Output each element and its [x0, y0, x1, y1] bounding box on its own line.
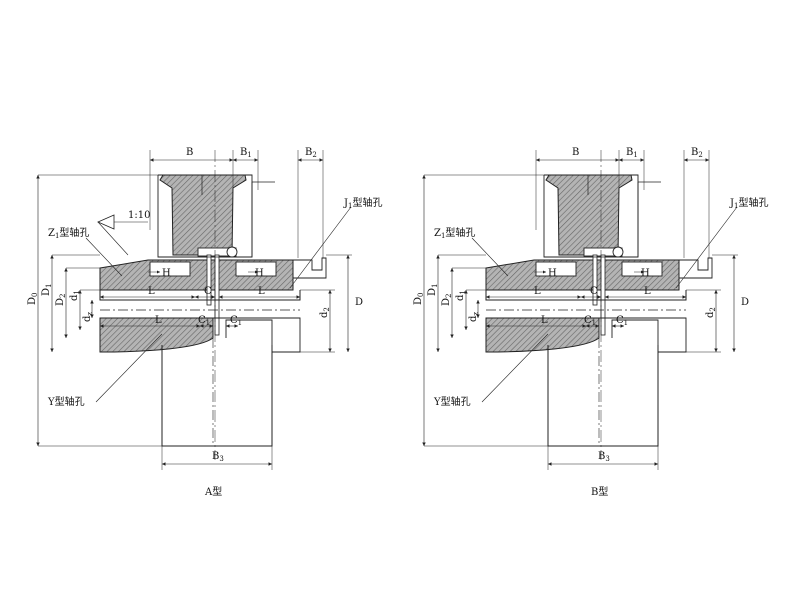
taper-label: 1:10	[128, 210, 150, 221]
dim-l-upper-right: L	[644, 286, 651, 297]
label-z1-bore: Z1型轴孔	[48, 226, 89, 240]
dim-l-upper-right: L	[258, 286, 265, 297]
dim-b: B	[186, 147, 193, 158]
dim-b2: B2	[691, 147, 703, 159]
dim-b1: B1	[626, 147, 638, 159]
dim-b2: B2	[305, 147, 317, 159]
dim-dz: dz	[468, 312, 480, 322]
dim-big-d: D	[741, 297, 749, 308]
dim-d1: D1	[427, 284, 439, 297]
dim-b: B	[572, 147, 579, 158]
dim-small-d1: d1	[455, 290, 467, 301]
dim-l-upper-left: L	[148, 286, 155, 297]
dim-small-d1: d1	[69, 290, 81, 301]
taper-indicator: 1:10	[97, 210, 150, 256]
dim-b1: B1	[240, 147, 252, 159]
dim-d2: D2	[441, 294, 453, 307]
label-y-bore: Y型轴孔	[433, 395, 471, 408]
label-y-bore: Y型轴孔	[47, 395, 85, 408]
dim-b3: B3	[598, 451, 610, 463]
dim-c1-right: C1	[616, 315, 628, 327]
label-z1-bore: Z1型轴孔	[434, 226, 475, 240]
dim-h-right: H	[255, 268, 264, 279]
dim-dz: dz	[82, 312, 94, 322]
dim-b3: B3	[212, 451, 224, 463]
view-b	[424, 150, 738, 470]
view-caption: A型	[204, 485, 222, 498]
dim-c1-right: C1	[230, 315, 242, 327]
dim-h-left: H	[548, 268, 557, 279]
dim-c: C	[590, 286, 598, 297]
dim-big-d: D	[355, 297, 363, 308]
dim-d2: D2	[55, 294, 67, 307]
dim-d0: D0	[413, 293, 425, 306]
dim-h-right: H	[641, 268, 650, 279]
label-j1-bore: J1型轴孔	[729, 196, 768, 210]
dim-small-d2: d2	[705, 307, 717, 318]
label-j1-bore: J1型轴孔	[343, 196, 382, 210]
dim-c: C	[204, 286, 212, 297]
dim-c1: C1	[198, 315, 210, 327]
dim-l-lower: L	[155, 315, 162, 326]
view-caption: B型	[591, 485, 608, 498]
dim-l-lower: L	[541, 315, 548, 326]
dim-l-upper-left: L	[534, 286, 541, 297]
view-a: 1:10	[38, 150, 352, 470]
dim-d1: D1	[41, 284, 53, 297]
dim-h-left: H	[162, 268, 171, 279]
dim-d0: D0	[27, 293, 39, 306]
dim-c1: C1	[584, 315, 596, 327]
dim-small-d2: d2	[319, 307, 331, 318]
